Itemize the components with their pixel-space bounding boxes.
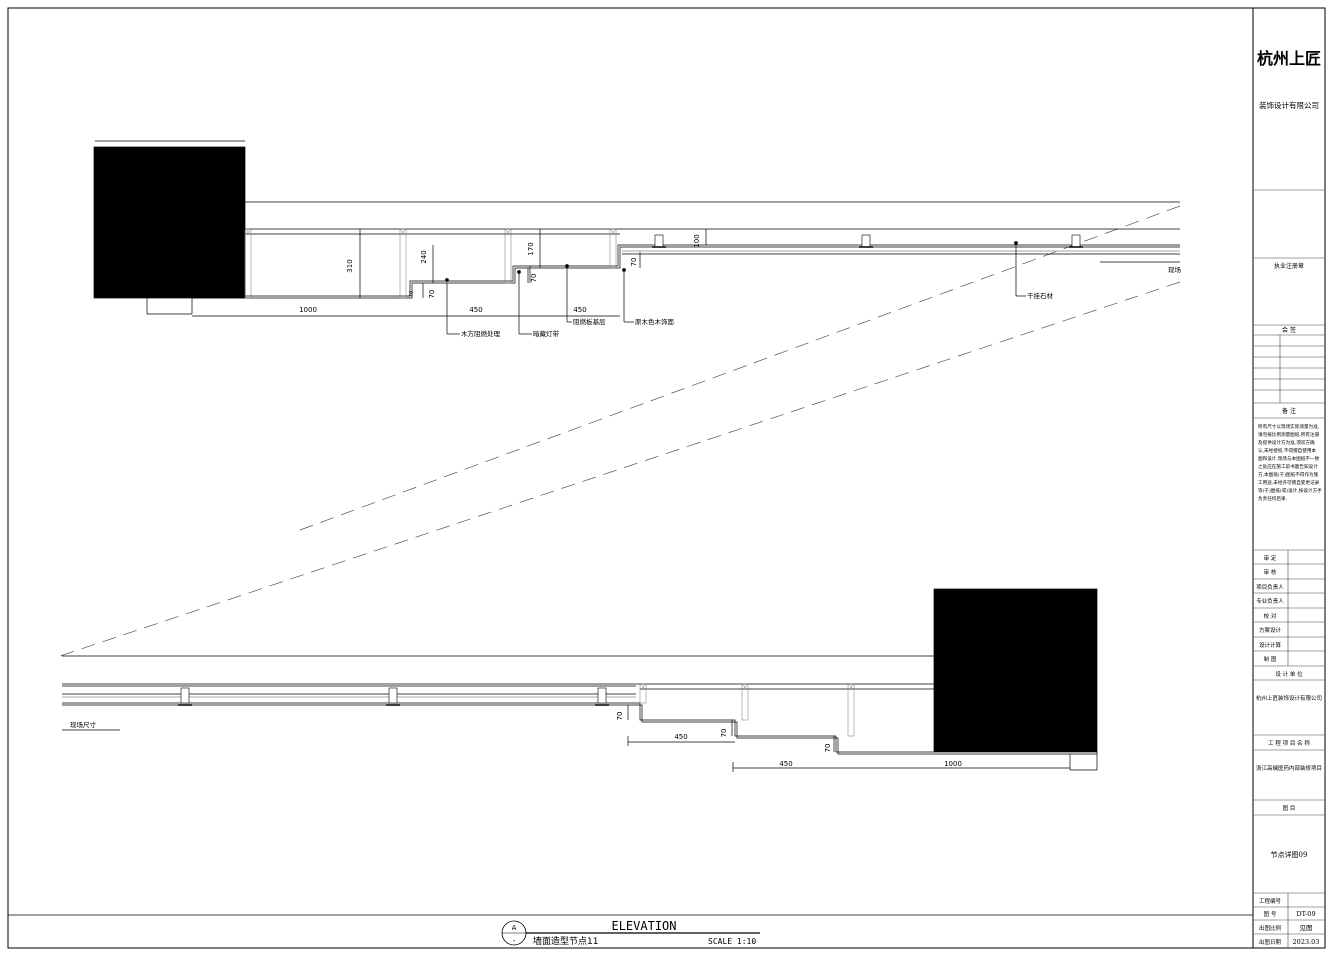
callout-dry-hang-stone: 干挂石材 [1027,291,1054,300]
sheet-border [7,7,1326,949]
upper-dim-100: 100 [693,234,701,247]
remarks-label: 备 注 [1282,407,1296,415]
bottom-row-label: 图 号 [1264,910,1277,918]
upper-site-label: 现场 [1168,265,1182,274]
caption-texts: A - ELEVATION 墙面造型节点11 SCALE 1:10 [512,919,757,947]
callout-wood-veneer: 原木色木饰面 [635,317,675,326]
design-unit-label: 设 计 单 位 [1275,670,1303,678]
lower-dim-70a: 70 [616,712,624,721]
stamp-label: 执业注册章 [1274,262,1304,270]
lower-dimension-labels: 450 450 1000 70 70 70 现场尺寸 [70,712,962,768]
company-sub: 装饰设计有限公司 [1259,100,1319,110]
countersign-label: 会 签 [1282,326,1296,334]
approval-row-label: 方案设计 [1259,626,1282,634]
upper-dim-70d: 70 [409,291,415,297]
upper-dim-450a: 450 [469,306,482,314]
project-name-label: 工 程 项 目 名 称 [1268,739,1310,747]
bottom-row-label: 工程编号 [1259,897,1282,905]
callout-hidden-light: 暗藏灯带 [533,329,560,338]
bottom-row-value: 2023.03 [1293,938,1320,946]
approval-row-label: 审 定 [1264,554,1277,562]
upper-black-block [93,146,246,299]
approval-row-label: 校 对 [1264,612,1277,620]
remarks-line: 请勿按比例测量图纸,所有注册 [1258,431,1320,438]
approval-row-label: 专业负责人 [1256,597,1284,605]
bottom-row-label: 出图比例 [1259,924,1282,932]
remarks-line: 方,本图纸(于)图纸不得作为施 [1258,471,1319,478]
approval-rows: 审 定 审 核 项目负责人 专业负责人 校 对 方案设计 设计计算 制 图 [1256,554,1284,663]
remarks-line: 之处应在施工前书面告知设计 [1258,463,1318,470]
remarks-lines: 所有尺寸以现场实际测量为准, 请勿按比例测量图纸,所有注册 及提供设计方为准,须… [1258,423,1322,502]
upper-dimension-labels: 1000 450 450 310 240 170 100 70 70 70 70 [299,234,701,314]
caption-circle-bottom: - [513,937,516,945]
remarks-line: 等(于)图纸(或)设计,按设计方手 [1258,487,1322,494]
drawing-title-label: 图 目 [1283,804,1296,812]
upper-dim-1000: 1000 [299,306,317,314]
lower-dim-70b: 70 [720,729,728,738]
dashed-break-lines [59,205,1181,657]
remarks-line: 图和设计,现场与本图纸不一致 [1258,455,1320,462]
lower-detail [62,588,1098,772]
callout-fireproof-board: 阻燃板基层 [573,317,606,326]
upper-dim-450b: 450 [573,306,586,314]
design-unit: 杭州上匠装饰设计有限公司 [1256,694,1322,702]
caption-scale: SCALE 1:10 [708,937,756,946]
upper-dim-70a: 70 [428,290,436,299]
upper-dim-70c: 70 [630,258,638,267]
project-name: 浙江高斓医药内部装修项目 [1256,764,1322,772]
approval-row-label: 设计计算 [1259,641,1282,649]
approval-row-label: 项目负责人 [1256,583,1284,591]
bottom-row-label: 出图日期 [1259,938,1282,946]
upper-detail [93,140,1180,335]
caption-heading: ELEVATION [611,919,676,933]
upper-dim-170: 170 [527,242,535,255]
caption-circle-top: A [512,924,517,932]
lower-dim-1000: 1000 [944,760,962,768]
remarks-line: 工用途,未经许可擅自变更记录 [1258,479,1320,486]
lower-site-label: 现场尺寸 [70,720,97,729]
approval-row-label: 审 核 [1264,568,1277,576]
remarks-line: 所有尺寸以现场实际测量为准, [1258,423,1320,430]
caption-drawing-name: 墙面造型节点11 [533,935,598,947]
bottom-row-value: 见图 [1300,924,1313,932]
upper-dim-310: 310 [346,259,354,272]
drawing-title: 节点详图09 [1271,850,1308,859]
title-block-texts: 杭州上匠 装饰设计有限公司 执业注册章 会 签 备 注 所有尺寸以现场实际测量为… [1256,49,1322,946]
approval-row-label: 制 图 [1264,655,1277,663]
upper-dim-240: 240 [420,250,428,263]
remarks-line: 负责任何后果. [1258,495,1288,502]
bottom-rows: 工程编号 图 号 DT-09 出图比例 见图 出图日期 2023.03 [1259,897,1319,946]
lower-black-block [933,588,1098,753]
title-block-lines [1253,189,1325,948]
callout-wood-batten: 木方阻燃处理 [461,329,501,338]
lower-dim-450a: 450 [674,733,687,741]
lower-dim-70c: 70 [824,744,832,753]
company-name: 杭州上匠 [1257,49,1321,68]
bottom-row-value: DT-09 [1296,910,1315,918]
upper-callouts: 木方阻燃处理 暗藏灯带 阻燃板基层 原木色木饰面 干挂石材 现场 [461,265,1182,338]
remarks-line: 及提供设计方为准,须双方确 [1258,439,1315,446]
remarks-line: 认,未经授权,不得擅自使用本 [1258,447,1316,454]
upper-dim-70b: 70 [530,274,538,283]
lower-dim-450b: 450 [779,760,792,768]
